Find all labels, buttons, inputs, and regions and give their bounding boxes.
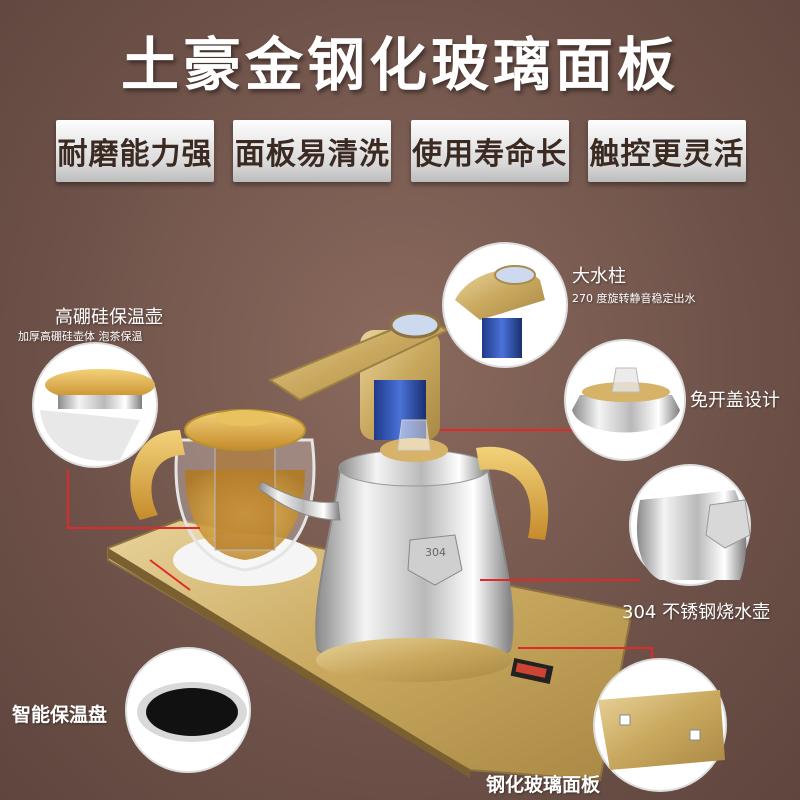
feature-touch-control: 触控更灵活 <box>587 120 746 182</box>
feature-long-life: 使用寿命长 <box>410 120 569 182</box>
zoom-glass-panel <box>593 658 727 792</box>
feature-wear-resistant: 耐磨能力强 <box>56 120 214 182</box>
label-borosilicate-pot: 高硼硅保温壶 <box>55 307 163 328</box>
feature-easy-clean: 面板易清洗 <box>233 120 392 182</box>
label-water-column-sub: 270 度旋转静音稳定出水 <box>572 292 696 305</box>
page-title: 土豪金钢化玻璃面板 <box>120 31 679 99</box>
zoom-glass-pot <box>32 342 158 468</box>
label-borosilicate-pot-sub: 加厚高硼硅壶体 泡茶保温 <box>18 330 143 343</box>
label-warming-plate: 智能保温盘 <box>12 704 108 726</box>
zoom-water-column <box>442 242 568 368</box>
label-lid: 免开盖设计 <box>690 390 780 411</box>
kettle-badge: 304 <box>425 546 446 559</box>
feature-bar: 耐磨能力强 面板易清洗 使用寿命长 触控更灵活 <box>56 120 746 184</box>
label-steel-kettle: 304 不锈钢烧水壶 <box>622 602 771 623</box>
water-faucet <box>267 311 451 440</box>
label-water-column: 大水柱 <box>572 266 626 287</box>
glass-tea-pot <box>130 409 316 572</box>
zoom-lid <box>564 339 686 461</box>
steel-kettle: 304 <box>257 419 549 682</box>
zoom-warming-plate <box>125 647 251 773</box>
zoom-kettle <box>629 464 751 586</box>
label-glass-panel: 钢化玻璃面板 <box>486 774 601 796</box>
